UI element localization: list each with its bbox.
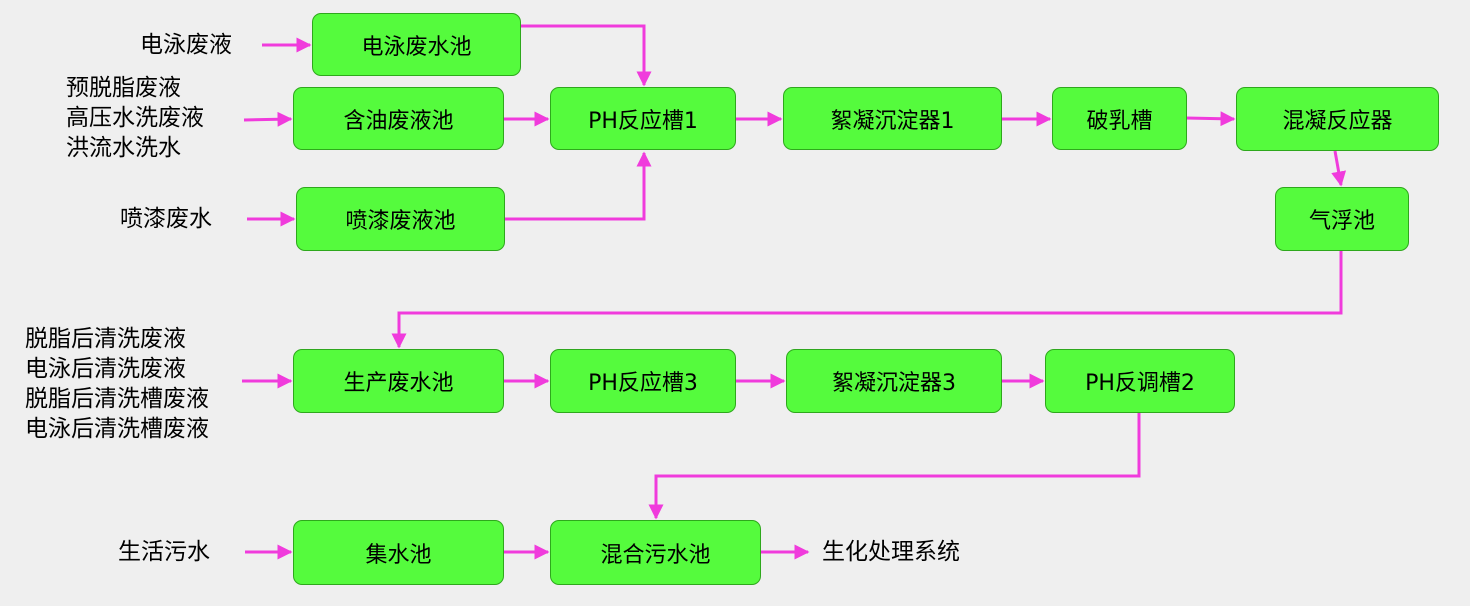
arrow-flotation-to-prod xyxy=(391,250,1343,349)
input-rinse-item: 脱脂后清洗槽废液 xyxy=(25,386,209,412)
input-rinse-group: 脱脂后清洗废液 电泳后清洗废液 脱脂后清洗槽废液 电泳后清洗槽废液 xyxy=(25,324,209,444)
node-electrophoresis-tank: 电泳废水池 xyxy=(312,13,521,76)
node-ph-reactor-3: PH反应槽3 xyxy=(550,349,736,413)
node-production-tank: 生产废水池 xyxy=(293,349,504,413)
input-electrophoresis-waste: 电泳废液 xyxy=(140,32,232,58)
node-paint-tank: 喷漆废液池 xyxy=(296,187,505,251)
node-ph-reactor-1: PH反应槽1 xyxy=(550,87,736,150)
input-oily-item: 洪流水洗水 xyxy=(66,135,181,161)
arrow-coag-to-flotation xyxy=(1331,150,1347,187)
arrow-demulsify-to-coag xyxy=(1185,111,1236,127)
arrow-adjust2-to-mix xyxy=(648,413,1141,520)
node-flocculation-3: 絮凝沉淀器3 xyxy=(786,349,1002,413)
input-oily-item: 高压水洗废液 xyxy=(66,105,204,131)
node-oil-tank: 含油废液池 xyxy=(293,87,504,150)
input-rinse-item: 脱脂后清洗废液 xyxy=(25,326,186,352)
input-rinse-item: 电泳后清洗槽废液 xyxy=(25,416,209,442)
input-spray-paint: 喷漆废水 xyxy=(120,206,212,232)
arrow-oily-input xyxy=(243,111,293,127)
arrow-paint-to-ph1 xyxy=(504,151,652,221)
input-oily-item: 预脱脂废液 xyxy=(66,75,181,101)
input-oily-group: 预脱脂废液 高压水洗废液 洪流水洗水 xyxy=(66,73,204,163)
node-collection-tank: 集水池 xyxy=(293,520,504,585)
node-ph-adjust-2: PH反调槽2 xyxy=(1045,349,1235,413)
node-coagulation-reactor: 混凝反应器 xyxy=(1236,87,1439,151)
output-biochemical-system: 生化处理系统 xyxy=(822,539,960,565)
input-rinse-item: 电泳后清洗废液 xyxy=(25,356,186,382)
node-flotation-tank: 气浮池 xyxy=(1275,187,1409,251)
arrow-ep-to-ph1 xyxy=(520,24,652,87)
node-mixing-tank: 混合污水池 xyxy=(550,520,761,585)
node-demulsification-tank: 破乳槽 xyxy=(1052,87,1187,150)
input-domestic-sewage: 生活污水 xyxy=(118,539,210,565)
node-flocculation-1: 絮凝沉淀器1 xyxy=(783,87,1002,150)
